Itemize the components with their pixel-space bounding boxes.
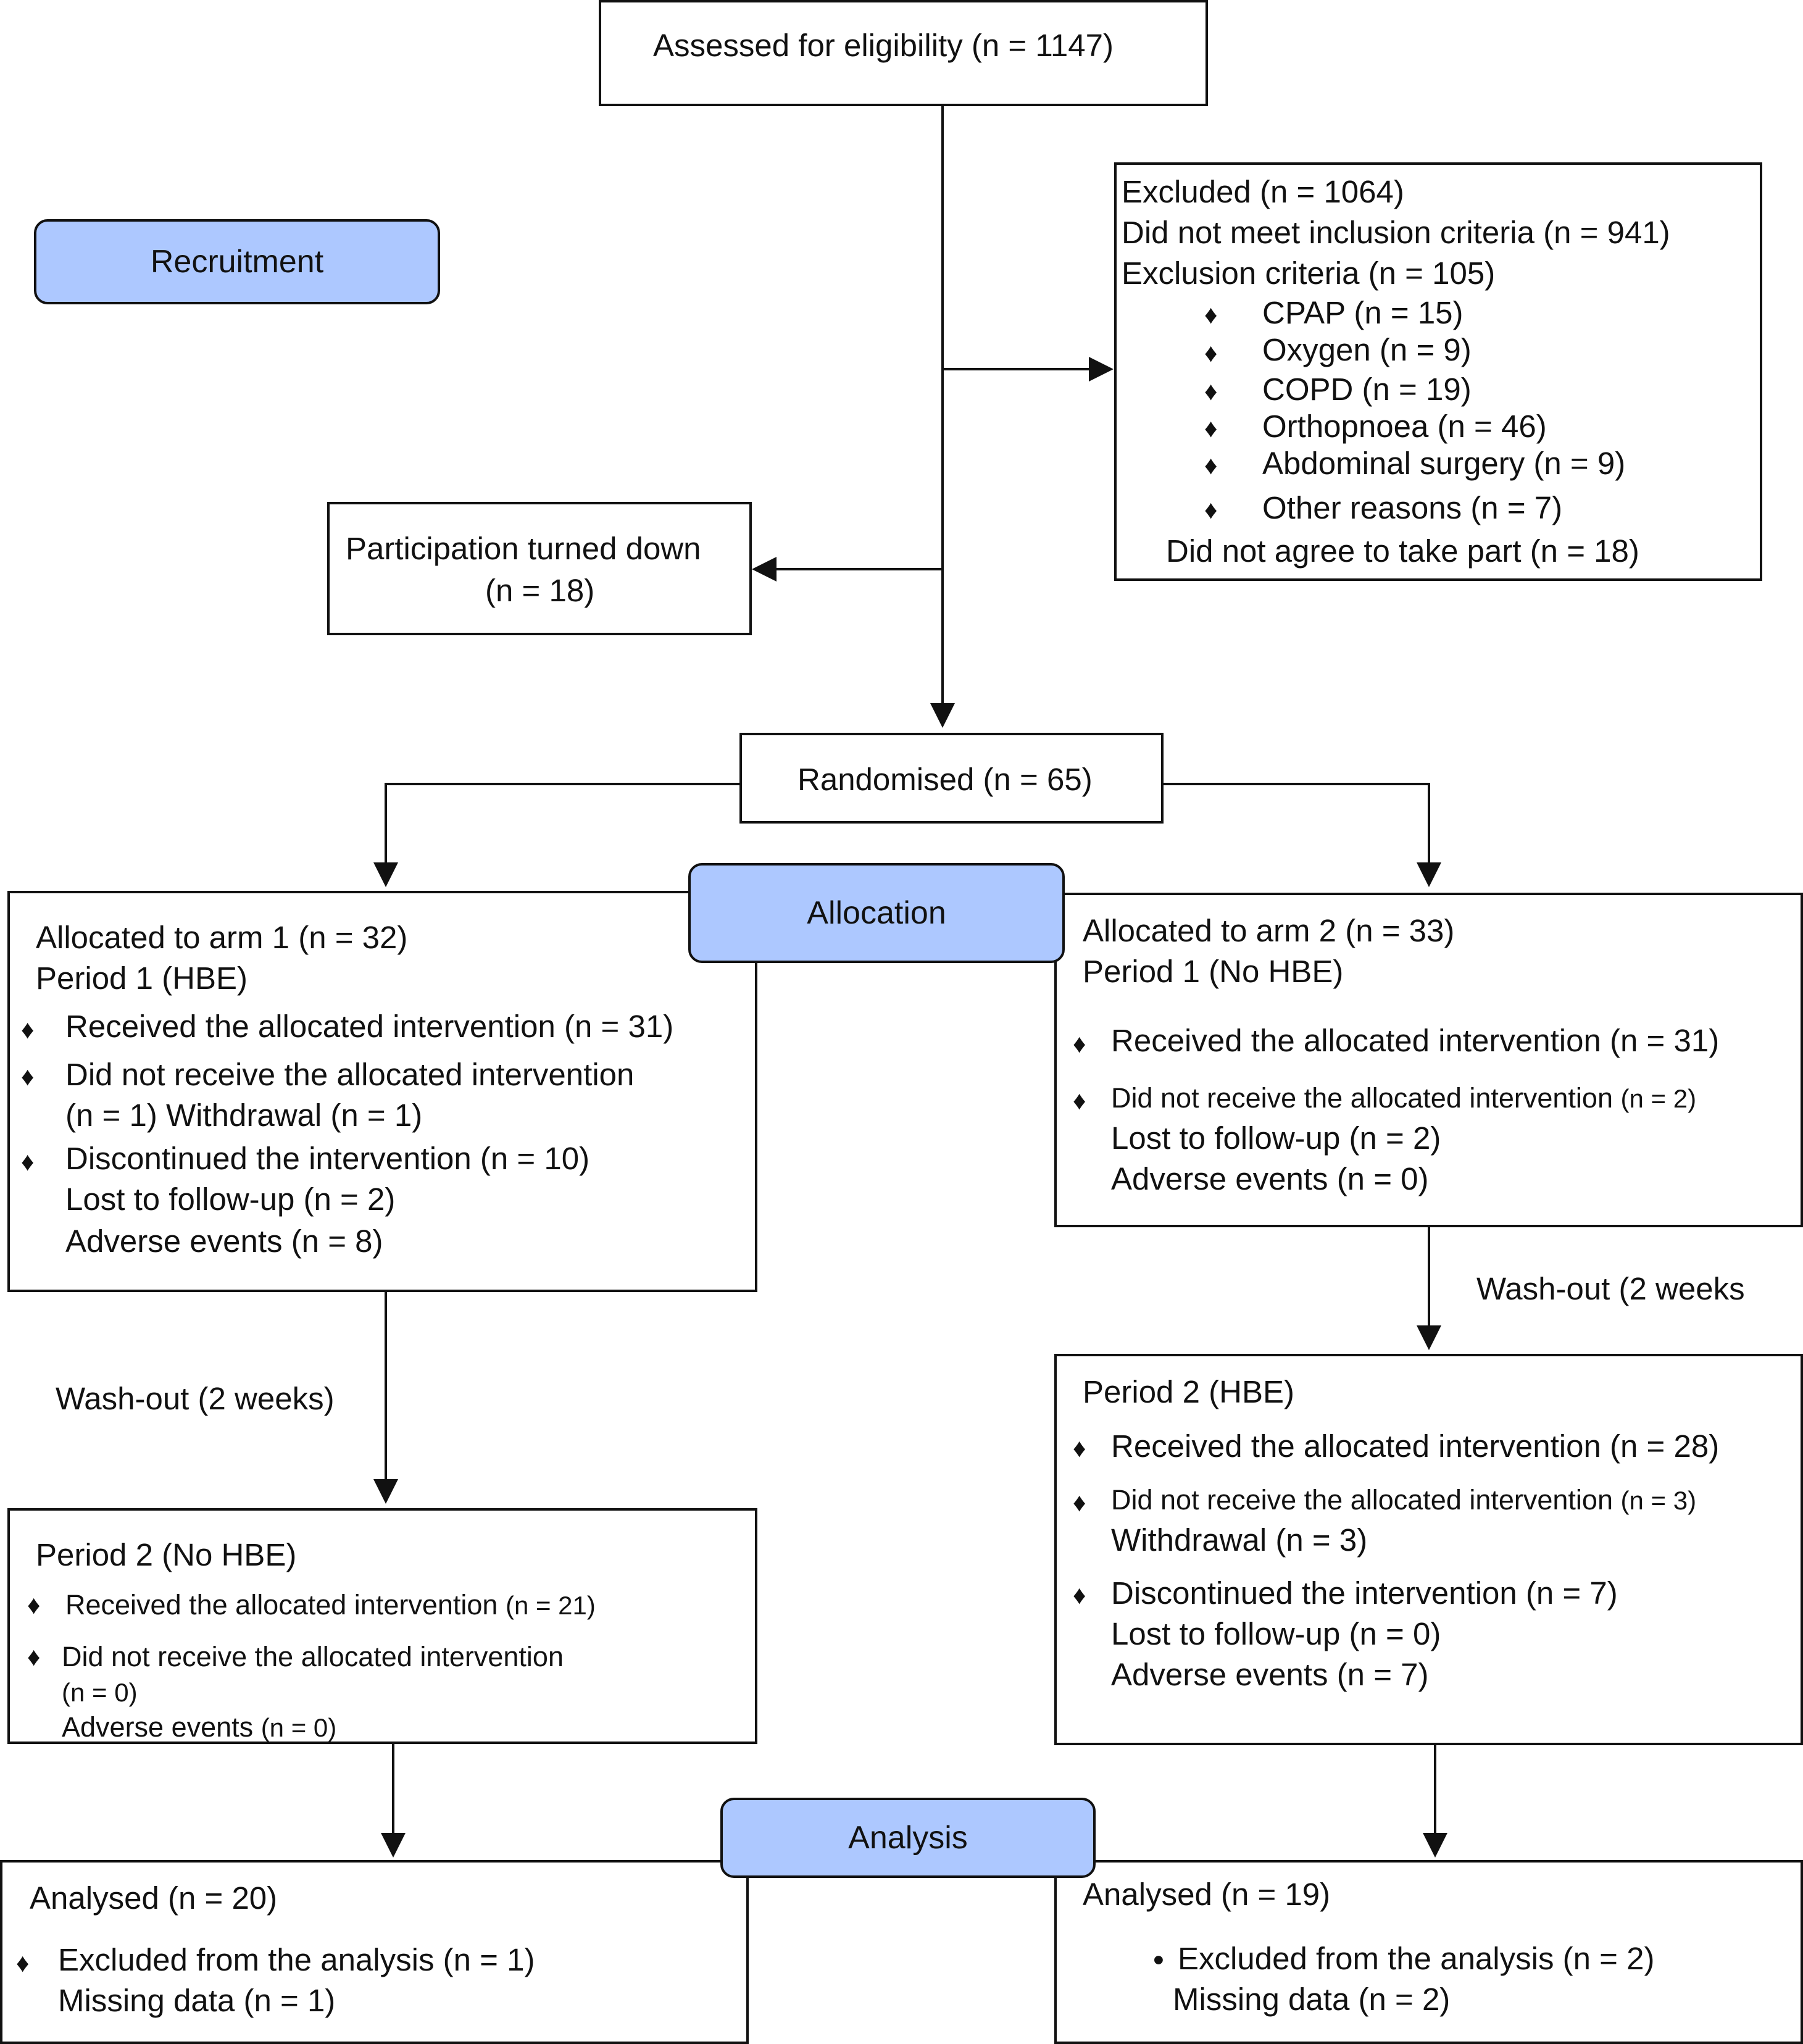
arm1-discontinued: Discontinued the intervention (n = 10) <box>65 1141 590 1176</box>
an-left-title: Analysed (n = 20) <box>30 1880 278 1916</box>
reason-cpap: CPAP (n = 15) <box>1262 295 1464 330</box>
bullet-icon: ♦ <box>1204 495 1218 524</box>
an-right-missing: Missing data (n = 2) <box>1173 1982 1451 2017</box>
arm1-box: Allocated to arm 1 (n = 32) Period 1 (HB… <box>7 891 757 1292</box>
bullet-icon: ♦ <box>21 1015 35 1044</box>
bullet-icon: ♦ <box>21 1062 35 1091</box>
turned-down-line2: (n = 18) <box>485 573 595 608</box>
an-left-excluded: Excluded from the analysis (n = 1) <box>58 1942 535 1977</box>
p2-right-discontinued: Discontinued the intervention (n = 7) <box>1111 1575 1618 1611</box>
bullet-icon: ♦ <box>21 1147 35 1176</box>
allocation-stage-label: Allocation <box>688 863 1065 963</box>
p2-left-title: Period 2 (No HBE) <box>36 1537 297 1572</box>
bullet-icon: ♦ <box>1073 1029 1086 1058</box>
reason-orthopnoea: Orthopnoea (n = 46) <box>1262 409 1547 444</box>
arm2-box: Allocated to arm 2 (n = 33) Period 1 (No… <box>1054 893 1803 1227</box>
bullet-icon: ♦ <box>1073 1580 1086 1609</box>
p2-left-received-count: (n = 21) <box>505 1591 596 1620</box>
p2-right-not-received: Did not receive the allocated interventi… <box>1111 1486 1696 1514</box>
arm2-lost: Lost to follow-up (n = 2) <box>1111 1120 1441 1156</box>
excluded-not-meet: Did not meet inclusion criteria (n = 941… <box>1122 215 1670 250</box>
assessed-label: Assessed for eligibility (n = 1147) <box>653 28 1114 63</box>
excluded-criteria: Exclusion criteria (n = 105) <box>1122 256 1496 291</box>
connector-to-arm1 <box>373 783 741 887</box>
arm2-period: Period 1 (No HBE) <box>1083 954 1344 989</box>
arm2-adverse: Adverse events (n = 0) <box>1111 1161 1429 1196</box>
dot-bullet-icon: • <box>1153 1942 1164 1977</box>
arm1-withdrawal: (n = 1) Withdrawal (n = 1) <box>65 1098 423 1133</box>
arm1-period: Period 1 (HBE) <box>36 961 248 996</box>
p2-left-adverse-count: (n = 0) <box>260 1713 337 1742</box>
reason-copd: COPD (n = 19) <box>1262 372 1472 407</box>
connector-to-arm2 <box>1162 783 1441 887</box>
p2-left-adverse: Adverse events (n = 0) <box>62 1713 336 1741</box>
arm1-lost: Lost to follow-up (n = 2) <box>65 1182 396 1217</box>
reason-other: Other reasons (n = 7) <box>1262 490 1563 525</box>
turned-down-line1: Participation turned down <box>346 531 701 566</box>
recruitment-stage-label: Recruitment <box>34 219 440 304</box>
reason-oxygen: Oxygen (n = 9) <box>1262 332 1472 367</box>
bullet-icon: ♦ <box>1204 338 1218 367</box>
arm1-not-received: Did not receive the allocated interventi… <box>65 1057 635 1092</box>
p2-right-not-received-count: (n = 3) <box>1620 1486 1697 1515</box>
excluded-box: Excluded (n = 1064) Did not meet inclusi… <box>1114 162 1762 581</box>
assessed-box: Assessed for eligibility (n = 1147) <box>599 0 1208 106</box>
bullet-icon: ♦ <box>1204 300 1218 329</box>
reason-abdominal-surgery: Abdominal surgery (n = 9) <box>1262 446 1626 481</box>
bullet-icon: ♦ <box>27 1590 41 1619</box>
bullet-icon: ♦ <box>1204 377 1218 406</box>
arm1-title: Allocated to arm 1 (n = 32) <box>36 920 408 955</box>
randomised-label: Randomised (n = 65) <box>797 762 1093 797</box>
arm2-not-received: Did not receive the allocated interventi… <box>1111 1084 1696 1112</box>
p2-left-received: Received the allocated intervention (n =… <box>65 1591 596 1619</box>
analysis-left-box: Analysed (n = 20) ♦ Excluded from the an… <box>0 1860 749 2044</box>
an-right-excluded: Excluded from the analysis (n = 2) <box>1178 1941 1655 1976</box>
washout-label-left: Wash-out (2 weeks) <box>56 1381 335 1416</box>
randomised-box: Randomised (n = 65) <box>739 733 1164 824</box>
bullet-icon: ♦ <box>1204 451 1218 480</box>
bullet-icon: ♦ <box>1073 1433 1086 1462</box>
an-left-missing: Missing data (n = 1) <box>58 1983 336 2018</box>
bullet-icon: ♦ <box>16 1948 30 1977</box>
arm2-received: Received the allocated intervention (n =… <box>1111 1023 1720 1058</box>
p2-left-n0: (n = 0) <box>62 1678 138 1707</box>
arm2-not-received-label: Did not receive the allocated interventi… <box>1111 1082 1613 1114</box>
analysis-stage-label: Analysis <box>720 1798 1096 1878</box>
arm1-adverse: Adverse events (n = 8) <box>65 1224 383 1259</box>
bullet-icon: ♦ <box>27 1642 41 1671</box>
arm2-not-received-count: (n = 2) <box>1620 1084 1697 1113</box>
bullet-icon: ♦ <box>1204 414 1218 443</box>
washout-label-right: Wash-out (2 weeks <box>1476 1271 1745 1306</box>
an-right-title: Analysed (n = 19) <box>1083 1877 1331 1912</box>
bullet-icon: ♦ <box>1073 1488 1086 1517</box>
p2-right-not-received-label: Did not receive the allocated interventi… <box>1111 1484 1613 1516</box>
p2-left-not-received: Did not receive the allocated interventi… <box>62 1641 564 1672</box>
turned-down-box: Participation turned down (n = 18) <box>327 502 752 635</box>
excluded-not-agree: Did not agree to take part (n = 18) <box>1166 533 1639 569</box>
p2-left-adverse-label: Adverse events <box>62 1711 254 1743</box>
p2-right-received: Received the allocated intervention (n =… <box>1111 1429 1720 1464</box>
arm1-received: Received the allocated intervention (n =… <box>65 1009 674 1044</box>
excluded-title: Excluded (n = 1064) <box>1122 174 1404 209</box>
p2-left-received-label: Received the allocated intervention <box>65 1589 498 1621</box>
arm2-title: Allocated to arm 2 (n = 33) <box>1083 913 1455 948</box>
p2-right-lost: Lost to follow-up (n = 0) <box>1111 1616 1441 1651</box>
p2-right-adverse: Adverse events (n = 7) <box>1111 1657 1429 1692</box>
period2-left-box: Period 2 (No HBE) ♦ Received the allocat… <box>7 1508 757 1744</box>
period2-right-box: Period 2 (HBE) ♦ Received the allocated … <box>1054 1354 1803 1745</box>
analysis-right-box: Analysed (n = 19) • Excluded from the an… <box>1054 1860 1803 2044</box>
bullet-icon: ♦ <box>1073 1086 1086 1115</box>
p2-right-withdrawal: Withdrawal (n = 3) <box>1111 1522 1368 1558</box>
p2-right-title: Period 2 (HBE) <box>1083 1374 1294 1409</box>
